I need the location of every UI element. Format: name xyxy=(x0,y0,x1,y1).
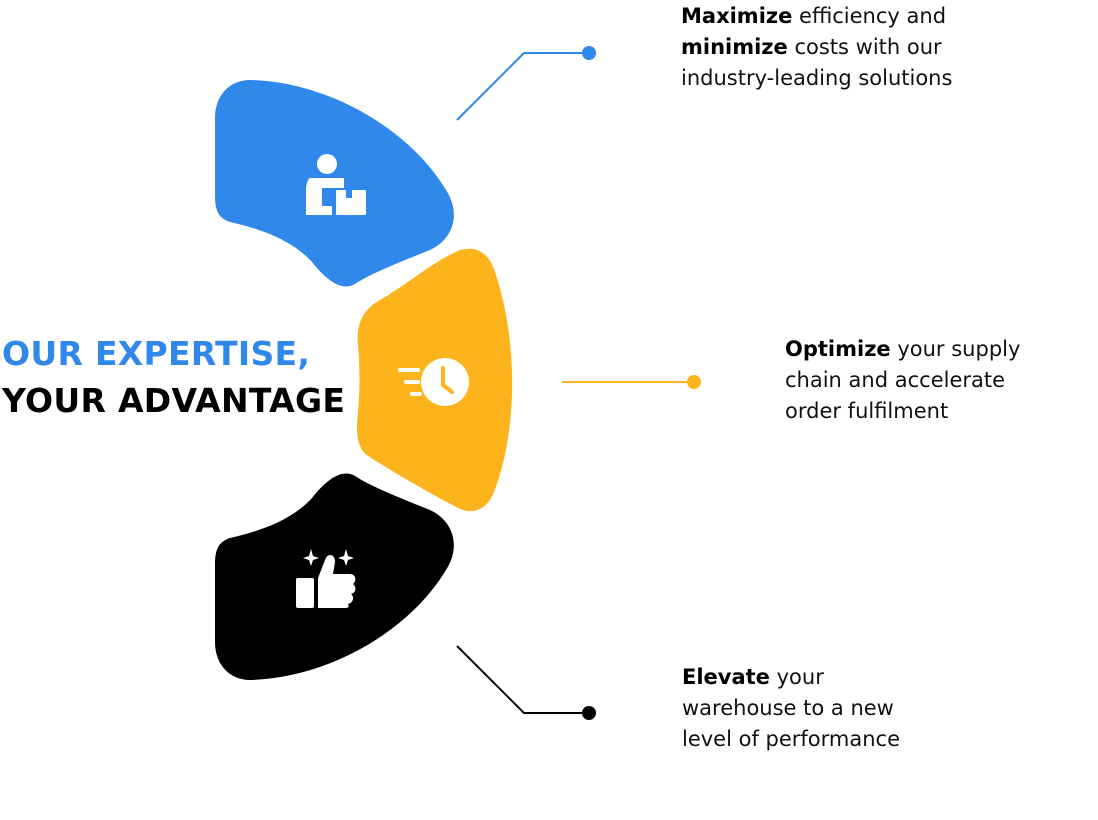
headline: OUR EXPERTISE, YOUR ADVANTAGE xyxy=(2,330,345,424)
caption-efficiency: Maximize efficiency and minimize costs w… xyxy=(681,1,952,94)
caption-line: minimize costs with our xyxy=(681,35,942,59)
worker-with-box-icon xyxy=(306,154,366,215)
fast-clock-icon xyxy=(398,358,469,406)
headline-line-2: YOUR ADVANTAGE xyxy=(2,381,346,420)
caption-line: order fulfilment xyxy=(785,399,949,423)
connector-blue xyxy=(456,46,596,121)
caption-line: warehouse to a new xyxy=(682,696,894,720)
caption-line: Optimize your supply xyxy=(785,337,1021,361)
thumbs-up-sparkle-icon xyxy=(296,549,356,608)
connector-yellow xyxy=(562,375,701,389)
connector-black xyxy=(456,645,596,720)
caption-supply-chain: Optimize your supply chain and accelerat… xyxy=(785,334,1020,427)
caption-line: chain and accelerate xyxy=(785,368,1006,392)
caption-line: industry-leading solutions xyxy=(681,66,953,90)
headline-line-1: OUR EXPERTISE, xyxy=(2,334,311,373)
caption-line: level of performance xyxy=(682,727,901,751)
caption-line: Maximize efficiency and xyxy=(681,4,947,28)
caption-warehouse: Elevate your warehouse to a new level of… xyxy=(682,662,900,755)
caption-line: Elevate your xyxy=(682,665,824,689)
